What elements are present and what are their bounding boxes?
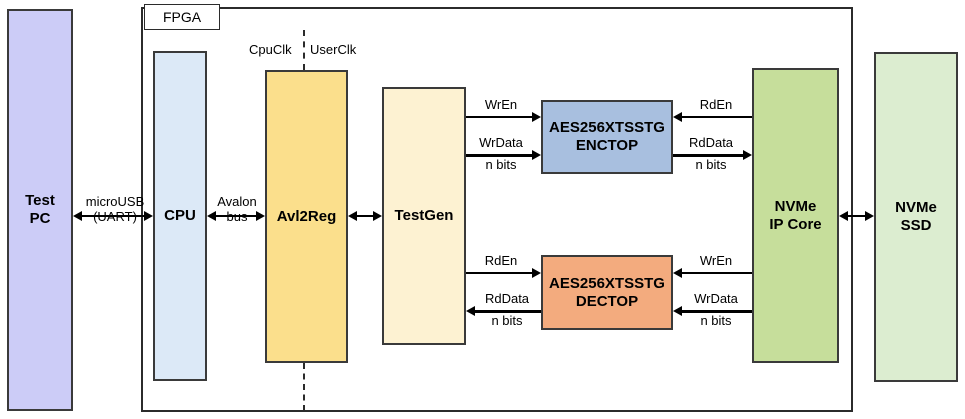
conn-dectop-testgen-rddata-line — [475, 310, 541, 313]
fpga-label-tab: FPGA — [144, 4, 220, 30]
block-testgen-label: TestGen — [394, 207, 454, 225]
conn-pc-cpu-line — [78, 215, 150, 217]
conn-dectop-testgen-rddata-label: RdData — [484, 291, 530, 306]
conn-nvme-dectop-wren-line — [682, 272, 752, 274]
conn-nvme-enctop-rden-line — [682, 116, 752, 118]
conn-nvme-enctop-rden-label: RdEn — [699, 97, 733, 112]
conn-dectop-testgen-rddata-arrowhead — [466, 306, 475, 316]
conn-pc-cpu-arrowhead-left — [73, 211, 82, 221]
conn-nvme-dectop-wrdata-label: WrData — [694, 291, 738, 306]
clock-domain-divider-bottom — [303, 363, 305, 411]
conn-testgen-enctop-wren-label: WrEn — [484, 97, 518, 112]
conn-enctop-nvme-rddata-label: RdData — [688, 135, 734, 150]
clock-domain-divider-top — [303, 30, 305, 70]
conn-testgen-enctop-wrdata-sublabel: n bits — [485, 157, 517, 172]
block-aes-dectop-label: AES256XTSSTG DECTOP — [549, 274, 665, 310]
block-aes-enctop-label: AES256XTSSTG ENCTOP — [549, 119, 665, 154]
conn-testgen-dectop-rden-arrowhead — [532, 268, 541, 278]
conn-cpu-avl2reg-line — [212, 215, 262, 217]
block-avl2reg[interactable]: Avl2Reg — [265, 70, 348, 363]
conn-nvme-ssd-arrowhead-right — [865, 211, 874, 221]
conn-enctop-nvme-rddata-line — [673, 154, 743, 157]
conn-avl2reg-testgen-arrowhead-right — [373, 211, 382, 221]
block-nvme-ip-core[interactable]: NVMe IP Core — [752, 68, 839, 363]
block-avl2reg-label: Avl2Reg — [276, 207, 337, 225]
block-nvme-ip-core-label: NVMe IP Core — [769, 197, 822, 233]
block-nvme-ssd[interactable]: NVMe SSD — [874, 52, 958, 382]
conn-testgen-enctop-wren-line — [466, 116, 532, 118]
conn-nvme-dectop-wrdata-line — [682, 310, 752, 313]
conn-enctop-nvme-rddata-arrowhead — [743, 150, 752, 160]
cpuclk-label: CpuClk — [249, 42, 292, 57]
conn-nvme-ssd-arrowhead-left — [839, 211, 848, 221]
conn-avl2reg-testgen-arrowhead-left — [348, 211, 357, 221]
block-nvme-ssd-label: NVMe SSD — [895, 199, 937, 234]
conn-nvme-dectop-wren-label: WrEn — [699, 253, 733, 268]
conn-testgen-enctop-wrdata-label: WrData — [479, 135, 523, 150]
conn-testgen-dectop-rden-line — [466, 272, 532, 274]
userclk-label: UserClk — [310, 42, 357, 57]
block-cpu[interactable]: CPU — [153, 51, 207, 381]
conn-cpu-avl2reg-arrowhead-left — [207, 211, 216, 221]
conn-testgen-enctop-wrdata-arrowhead — [532, 150, 541, 160]
conn-cpu-avl2reg-label: Avalon bus — [217, 194, 257, 224]
conn-avl2reg-testgen-line — [353, 215, 377, 217]
conn-testgen-enctop-wrdata-line — [466, 154, 532, 157]
block-aes-dectop[interactable]: AES256XTSSTG DECTOP — [541, 255, 673, 330]
conn-cpu-avl2reg-arrowhead-right — [256, 211, 265, 221]
conn-dectop-testgen-rddata-sublabel: n bits — [491, 313, 523, 328]
block-test-pc[interactable]: Test PC — [7, 9, 73, 411]
block-test-pc-label: Test PC — [25, 192, 55, 227]
block-cpu-label: CPU — [164, 207, 196, 225]
conn-enctop-nvme-rddata-sublabel: n bits — [695, 157, 727, 172]
conn-nvme-dectop-wrdata-sublabel: n bits — [700, 313, 732, 328]
conn-pc-cpu-label: microUSB (UART) — [85, 194, 145, 224]
block-aes-enctop[interactable]: AES256XTSSTG ENCTOP — [541, 100, 673, 174]
conn-nvme-dectop-wren-arrowhead — [673, 268, 682, 278]
conn-testgen-enctop-wren-arrowhead — [532, 112, 541, 122]
conn-nvme-ssd-line — [844, 215, 870, 217]
conn-pc-cpu-arrowhead-right — [144, 211, 153, 221]
block-testgen[interactable]: TestGen — [382, 87, 466, 345]
conn-nvme-dectop-wrdata-arrowhead — [673, 306, 682, 316]
fpga-boundary — [141, 7, 853, 412]
conn-nvme-enctop-rden-arrowhead — [673, 112, 682, 122]
conn-testgen-dectop-rden-label: RdEn — [484, 253, 518, 268]
fpga-label: FPGA — [162, 9, 202, 25]
